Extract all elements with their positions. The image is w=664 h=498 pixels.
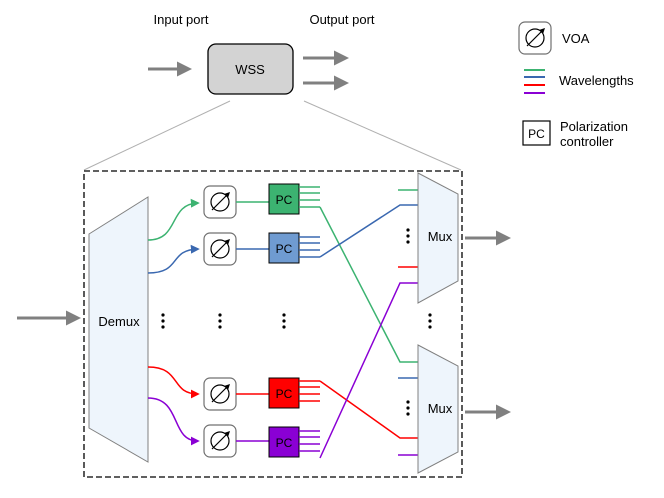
voa-icon xyxy=(203,232,237,266)
detail-dashed-box xyxy=(83,170,463,478)
legend-wavelengths-label: Wavelengths xyxy=(559,73,634,88)
wss-box xyxy=(207,43,294,95)
voa-icon xyxy=(518,21,552,55)
legend-pc-label-1: Polarization xyxy=(560,119,628,134)
voa-icon xyxy=(203,185,237,219)
pc-red-outputs xyxy=(299,380,320,402)
demux-to-voa-purple xyxy=(147,397,200,446)
ellipsis-dots xyxy=(161,228,432,416)
pc-red-label: PC xyxy=(276,387,293,401)
pc-red xyxy=(268,377,300,409)
pc-green-outputs xyxy=(299,186,320,208)
pc-purple-outputs xyxy=(299,430,320,452)
pc-green-label: PC xyxy=(276,193,293,207)
route-purple-to-mux1 xyxy=(319,282,418,459)
route-green-to-mux2 xyxy=(319,206,418,363)
route-blue-to-mux1 xyxy=(319,204,418,258)
pc-blue xyxy=(268,232,300,264)
zoom-line-right xyxy=(303,100,462,171)
demux-to-voa-blue xyxy=(147,244,200,274)
demux-to-voa-green xyxy=(147,198,200,241)
pc-blue-outputs xyxy=(299,236,320,258)
pc-blue-label: PC xyxy=(276,242,293,256)
mux-2-label: Mux xyxy=(428,401,453,416)
input-port-label: Input port xyxy=(154,12,209,27)
legend-pc-label-2: controller xyxy=(560,134,614,149)
wss-label: WSS xyxy=(235,62,265,77)
pc-green xyxy=(268,183,300,215)
zoom-line-left xyxy=(83,100,231,171)
pc-purple-label: PC xyxy=(276,436,293,450)
legend: VOA Wavelengths PC Polarization controll… xyxy=(518,21,634,149)
mux-block-2 xyxy=(417,344,459,474)
demux-label: Demux xyxy=(98,314,140,329)
voa-icon xyxy=(203,377,237,411)
mux-block-1 xyxy=(417,172,459,304)
pc-purple xyxy=(268,426,300,458)
output-port-label: Output port xyxy=(309,12,374,27)
mux-1-label: Mux xyxy=(428,229,453,244)
route-red-to-mux2 xyxy=(319,380,418,439)
demux-block xyxy=(88,196,149,463)
demux-to-voa-red xyxy=(147,366,200,399)
legend-pc-symbol: PC xyxy=(528,127,545,141)
legend-pc-box xyxy=(522,120,551,146)
legend-voa-label: VOA xyxy=(562,31,590,46)
voa-icon xyxy=(203,424,237,458)
